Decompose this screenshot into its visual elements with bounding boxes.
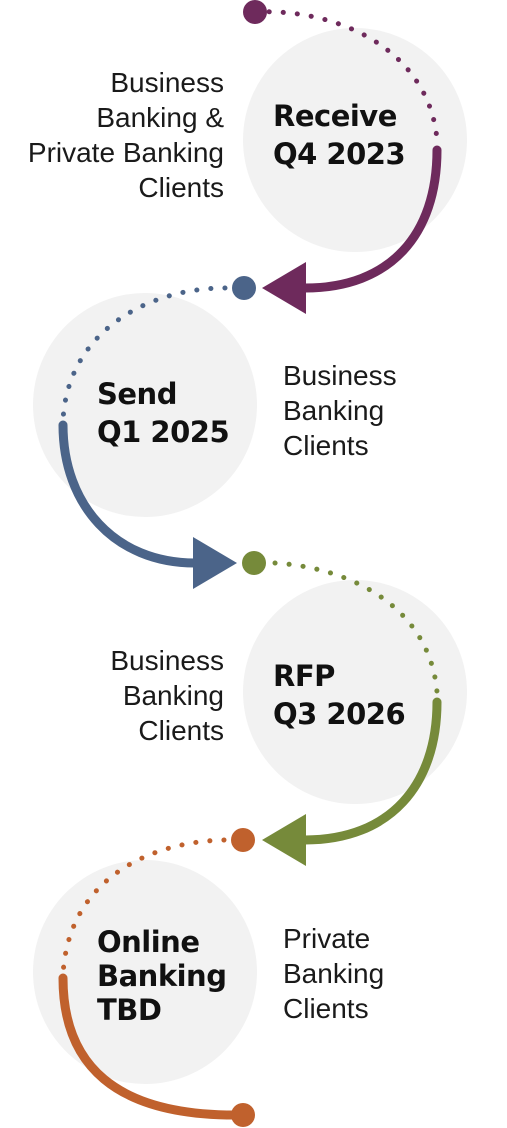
step-1-circle [243,28,467,252]
step-3-arrow-head [262,814,306,866]
step-4-description: Private Banking Clients [283,921,384,1026]
step-4-desc-line: Clients [283,993,369,1024]
step-3-desc-line: Clients [138,715,224,746]
step-4-circle [33,860,257,1084]
step-3-title: RFP Q3 2026 [273,657,406,733]
step-3-circle [243,580,467,804]
step-4-solid-arc [58,973,240,1120]
step-1-title: Receive Q4 2023 [273,97,406,173]
step-4-start-dot [231,828,255,852]
step-3-solid-arc [300,697,442,845]
step-1-title-line: Receive [273,99,397,133]
step-3-desc-line: Business [110,645,224,676]
step-2-start-dot [232,276,256,300]
step-4-title-line: Online [97,925,200,959]
step-2-title-line: Send [97,377,177,411]
step-1-desc-line: Banking & [96,102,224,133]
step-2-dotted-arc [60,285,228,423]
step-4-dotted-arc [60,837,227,978]
step-2-description: Business Banking Clients [283,358,397,463]
step-3-start-dot [242,551,266,575]
step-2-arrow-head [193,537,237,589]
step-4-title: Online Banking TBD [97,925,227,1027]
step-2-desc-line: Banking [283,395,385,426]
step-1-title-line: Q4 2023 [273,137,406,171]
step-1-desc-line: Private Banking [27,137,224,168]
step-3-description: Business Banking Clients [110,643,224,748]
step-3-dotted-arc [272,560,440,695]
step-1-desc-line: Business [110,67,224,98]
step-1-arrow-head [262,262,306,314]
step-4-end-dot [231,1103,255,1127]
step-2-title-line: Q1 2025 [97,415,230,449]
step-4-title-line: TBD [97,993,162,1027]
step-3-title-line: Q3 2026 [273,697,406,731]
step-4-desc-line: Private [283,923,371,954]
step-2-desc-line: Clients [283,430,369,461]
step-3-desc-line: Banking [122,680,224,711]
step-4-title-line: Banking [97,959,227,993]
step-1-solid-arc [300,145,442,293]
step-1-description: Business Banking & Private Banking Clien… [28,65,224,205]
step-2-desc-line: Business [283,360,397,391]
step-4-desc-line: Banking [283,958,385,989]
step-1-desc-line: Clients [138,172,224,203]
step-1-dotted-arc [252,9,440,143]
step-2-title: Send Q1 2025 [97,375,230,451]
step-2-solid-arc [58,420,200,568]
step-3-title-line: RFP [273,659,335,693]
step-1-start-dot [243,0,267,24]
